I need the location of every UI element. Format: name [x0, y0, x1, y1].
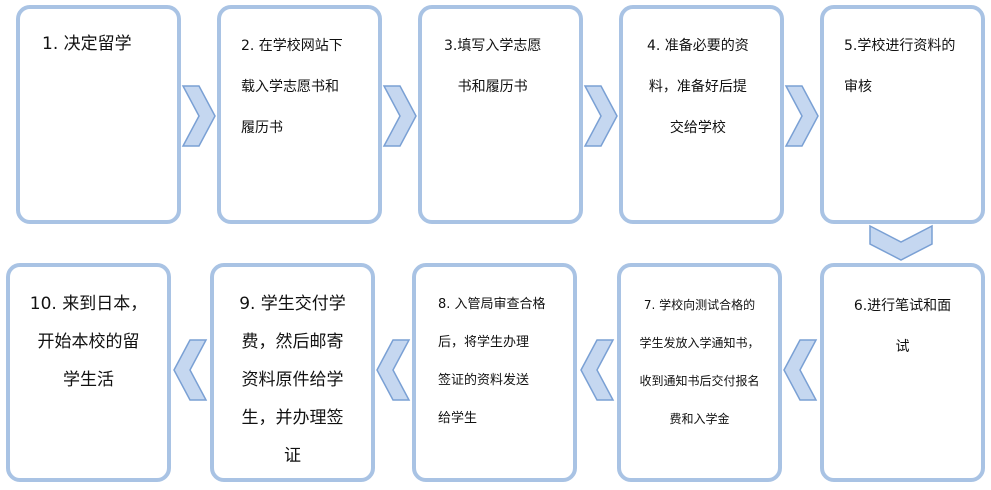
step-3-text: 3.填写入学志愿 书和履历书 — [444, 38, 542, 95]
chevron-right-icon — [382, 85, 417, 147]
step-4-text: 4. 准备必要的资 料，准备好后提 交给学校 — [647, 38, 749, 136]
step-4-box: 4. 准备必要的资 料，准备好后提 交给学校 — [619, 5, 784, 224]
step-5-box: 5.学校进行资料的 审核 — [820, 5, 985, 224]
chevron-right-icon — [583, 85, 618, 147]
step-6-box: 6.进行笔试和面 试 — [820, 263, 985, 482]
step-7-text: 7. 学校向测试合格的 学生发放入学通知书， 收到通知书后交付报名 费和入学金 — [639, 298, 760, 426]
chevron-right-icon — [784, 85, 819, 147]
step-3-box: 3.填写入学志愿 书和履历书 — [418, 5, 583, 224]
step-10-text: 10. 来到日本， 开始本校的留 学生活 — [29, 294, 148, 390]
step-8-box: 8. 入管局审查合格 后，将学生办理 签证的资料发送 给学生 — [412, 263, 577, 482]
step-10-box: 10. 来到日本， 开始本校的留 学生活 — [6, 263, 171, 482]
step-7-box: 7. 学校向测试合格的 学生发放入学通知书， 收到通知书后交付报名 费和入学金 — [617, 263, 782, 482]
step-9-text: 9. 学生交付学 费，然后邮寄 资料原件给学 生，并办理签 证 — [239, 294, 346, 466]
step-8-text: 8. 入管局审查合格 后，将学生办理 签证的资料发送 给学生 — [438, 297, 546, 426]
step-1-text: 1. 决定留学 — [42, 34, 132, 54]
chevron-left-icon — [580, 339, 615, 401]
chevron-down-icon — [869, 224, 933, 261]
chevron-left-icon — [783, 339, 818, 401]
chevron-right-icon — [181, 85, 216, 147]
step-2-box: 2. 在学校网站下 载入学志愿书和 履历书 — [217, 5, 382, 224]
chevron-left-icon — [376, 339, 411, 401]
step-6-text: 6.进行笔试和面 试 — [853, 298, 952, 355]
step-5-text: 5.学校进行资料的 审核 — [844, 38, 956, 95]
step-2-text: 2. 在学校网站下 载入学志愿书和 履历书 — [241, 38, 343, 136]
chevron-left-icon — [173, 339, 208, 401]
step-1-box: 1. 决定留学 — [16, 5, 181, 224]
step-9-box: 9. 学生交付学 费，然后邮寄 资料原件给学 生，并办理签 证 — [210, 263, 375, 482]
